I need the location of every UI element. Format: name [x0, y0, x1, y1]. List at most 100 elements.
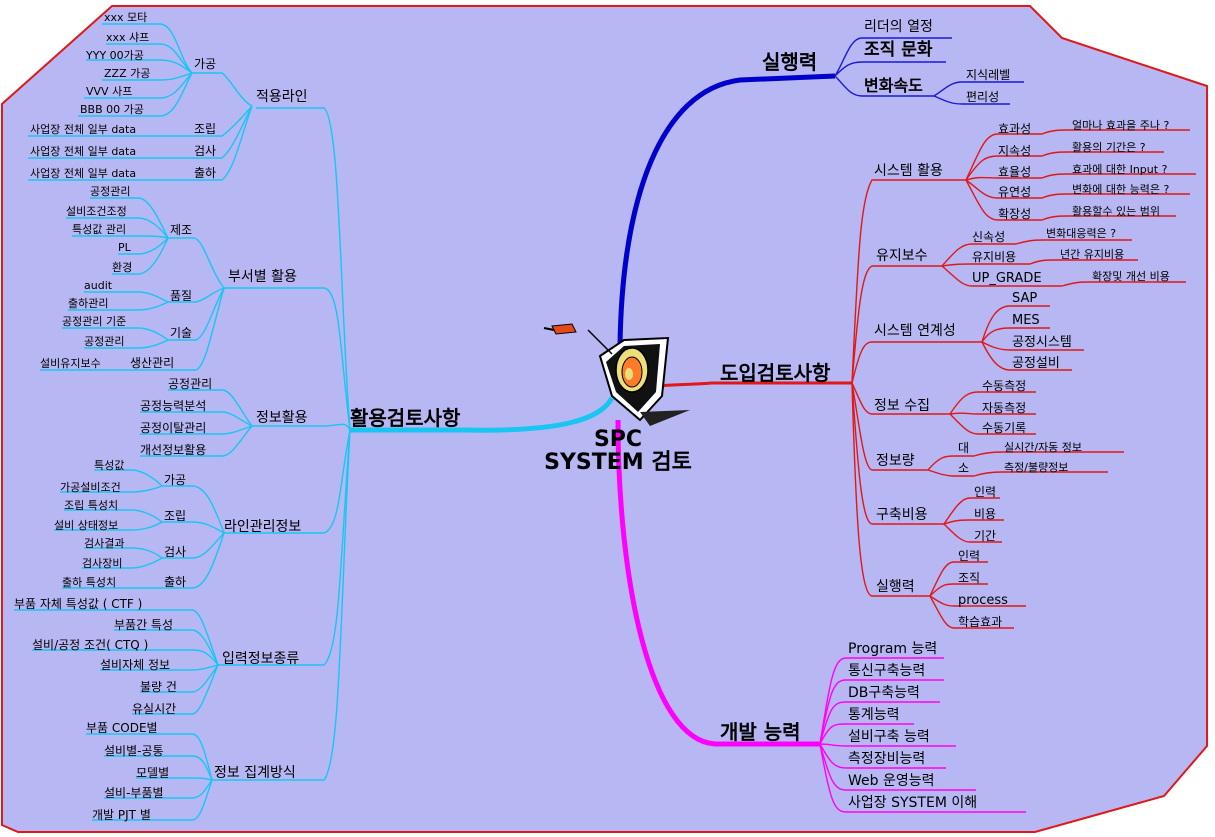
dept-gisul-item-1: 공정관리 기준 [62, 315, 127, 328]
amount-k2: 소 [958, 461, 970, 475]
dept-gisul-item-2: 공정관리 [84, 335, 125, 348]
branch-bottom-main [615, 419, 820, 747]
bottom-root-label: 개발 능력 [720, 720, 801, 744]
line-chulha-label: 출하 [164, 575, 187, 589]
apply-gagong-item-3: YYY 00가공 [86, 49, 144, 62]
branch-left-main [350, 396, 615, 433]
speed-item-2: 편리성 [966, 90, 1000, 104]
aggregate-item-3: 모델별 [136, 766, 170, 780]
link-item-4: 공정설비 [1012, 356, 1060, 371]
system-use-v4: 변화에 대한 능력은 ? [1072, 183, 1170, 196]
info-use-item-2: 공정능력분석 [140, 399, 207, 413]
left-root-label: 활용검토사항 [350, 406, 461, 430]
amount-k1: 대 [958, 441, 970, 455]
apply-geomsa-item: 사업장 전체 일부 data [30, 145, 137, 158]
top-root-label: 실행력 [762, 50, 818, 74]
target-dart-icon [543, 323, 690, 426]
map-background [0, 5, 1208, 833]
line-jorip-item-1: 조립 특성치 [64, 499, 119, 512]
line-info-label: 라인관리정보 [224, 519, 302, 535]
dept-jejo-item-4: PL [118, 241, 131, 254]
link-item-1: SAP [1012, 291, 1038, 306]
bottom-item-2: 통신구축능력 [848, 663, 926, 679]
dept-jejo-item-5: 환경 [112, 261, 133, 274]
collect-label: 정보 수집 [874, 398, 930, 414]
bottom-item-1: Program 능력 [848, 641, 938, 657]
maint-v1: 변화대응력은 ? [1046, 227, 1117, 240]
system-use-v1: 얼마나 효과을 주나 ? [1072, 119, 1170, 132]
dept-jejo-item-1: 공정관리 [90, 185, 131, 198]
speed-item-1: 지식레벨 [966, 68, 1011, 82]
bottom-item-7: Web 운영능력 [848, 773, 935, 789]
input-info-item-2: 부품간 특성 [114, 618, 174, 632]
aggregate-label: 정보 집계방식 [214, 765, 296, 781]
top-item-2: 조직 문화 [864, 40, 933, 60]
collect-item-3: 수동기록 [982, 421, 1027, 435]
line-gagong-item-1: 특성값 [94, 459, 125, 472]
bottom-tree-lines [819, 657, 1026, 813]
system-use-label: 시스템 활용 [874, 163, 943, 179]
cost-label: 구축비용 [876, 507, 928, 523]
exec-item-3: process [958, 593, 1008, 608]
dept-jejo-item-3: 특성값 관리 [72, 223, 127, 236]
system-use-v3: 효과에 대한 Input ? [1072, 163, 1168, 176]
aggregate-item-2: 설비별-공통 [104, 744, 164, 758]
left-tree-lines [14, 23, 351, 821]
bottom-item-8: 사업장 SYSTEM 이해 [848, 795, 978, 811]
dept-jejo-label: 제조 [170, 223, 193, 237]
collect-item-2: 자동측정 [982, 401, 1027, 415]
exec-item-2: 조직 [958, 571, 981, 585]
line-geomsa-item-1: 검사결과 [84, 537, 125, 550]
system-use-k4: 유연성 [998, 185, 1032, 199]
center-title-line2: SYSTEM 검토 [544, 450, 692, 476]
bottom-item-6: 측정장비능력 [848, 751, 926, 767]
exec-label: 실행력 [876, 579, 915, 595]
system-use-v5: 활용할수 있는 범위 [1072, 205, 1160, 218]
dept-saengsan-label: 생산관리 [130, 356, 175, 370]
cost-item-2: 비용 [974, 507, 997, 521]
apply-geomsa-label: 검사 [194, 144, 217, 158]
maint-v2: 년간 유지비용 [1060, 248, 1125, 261]
bottom-item-4: 통계능력 [848, 707, 900, 723]
amount-v2: 측정/불량정보 [1004, 461, 1069, 474]
center-title-line1: SPC [593, 427, 643, 452]
dept-pumjil-item-1: audit [84, 279, 113, 292]
apply-gagong-item-2: xxx 샤프 [106, 31, 150, 44]
input-info-item-1: 부품 자체 특성값 ( CTF ) [14, 597, 143, 611]
apply-gagong-item-6: BBB 00 가공 [80, 103, 144, 116]
line-geomsa-item-2: 검사장비 [82, 557, 123, 570]
input-info-item-3: 설비/공정 조건( CTQ ) [32, 638, 149, 652]
top-item-3: 변화속도 [864, 76, 923, 95]
bottom-item-3: DB구축능력 [848, 685, 920, 701]
dept-pumjil-label: 품질 [170, 289, 193, 303]
cost-item-3: 기간 [974, 529, 997, 543]
aggregate-item-1: 부품 CODE별 [86, 721, 158, 735]
line-chulha-item: 출하 특성치 [62, 576, 117, 589]
info-use-item-3: 공정이탈관리 [140, 421, 207, 435]
input-info-item-4: 설비자체 정보 [100, 658, 171, 672]
apply-gagong-item-5: VVV 사프 [86, 85, 133, 98]
right-root-label: 도입검토사항 [720, 361, 831, 385]
maint-k2: 유지비용 [972, 250, 1017, 264]
exec-item-4: 학습효과 [958, 615, 1003, 629]
info-use-item-1: 공정관리 [168, 377, 213, 391]
system-use-k5: 확장성 [998, 207, 1032, 221]
input-info-label: 입력정보종류 [222, 651, 300, 667]
maint-v3: 확장및 개선 비용 [1092, 270, 1170, 283]
input-info-item-5: 불량 건 [140, 680, 177, 694]
exec-item-1: 인력 [958, 549, 981, 563]
system-use-v2: 활용의 기간은 ? [1072, 141, 1146, 154]
dept-saengsan-item: 설비유지보수 [40, 357, 101, 370]
line-gagong-item-2: 가공설비조건 [60, 481, 121, 494]
right-tree-lines [851, 129, 1196, 629]
system-use-k2: 지속성 [998, 144, 1032, 158]
dept-pumjil-item-2: 출하관리 [68, 297, 109, 310]
line-jorip-item-2: 설비 상태정보 [54, 519, 119, 532]
maint-k1: 신속성 [972, 230, 1006, 244]
system-use-k3: 효율성 [998, 165, 1032, 179]
system-use-k1: 효과성 [998, 122, 1032, 136]
apply-gagong-item-4: ZZZ 가공 [104, 67, 151, 80]
top-item-1: 리더의 열정 [864, 19, 933, 35]
apply-jorip-item: 사업장 전체 일부 data [30, 123, 137, 136]
